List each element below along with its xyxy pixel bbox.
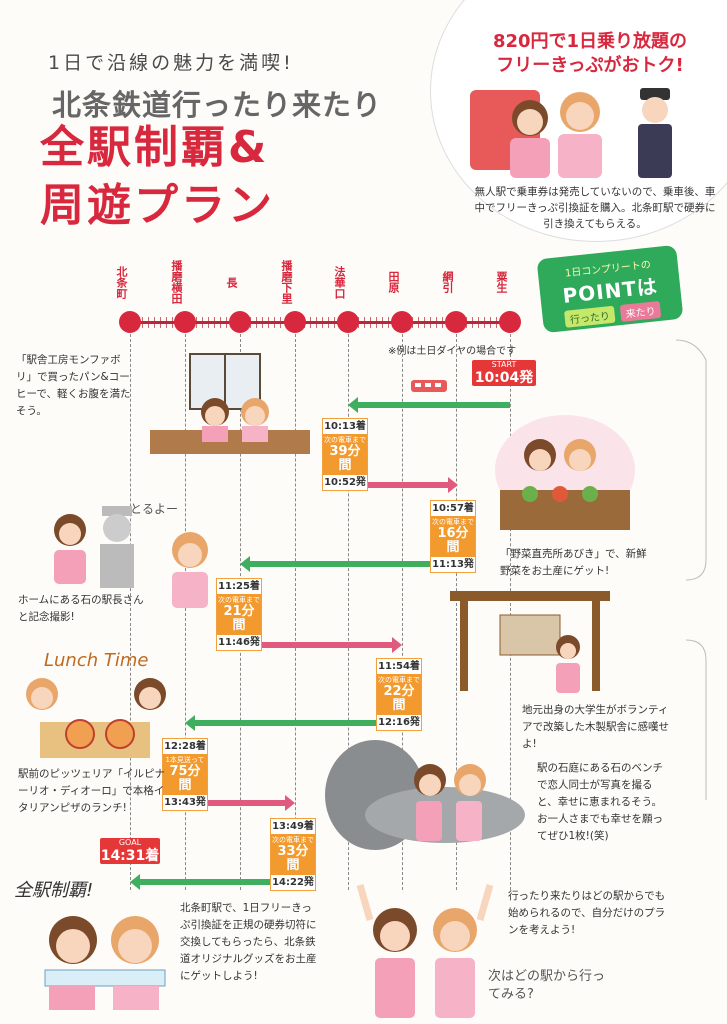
vegetable-illustration: [495, 415, 635, 530]
station-dot: [499, 311, 521, 333]
caption-vegetable: 「野菜直売所あびき」で、新鮮野菜をお土産にゲット!: [500, 548, 647, 577]
example-note: ※例は土日ダイヤの場合です: [388, 346, 517, 357]
station-dot: [391, 311, 413, 333]
speech-toruyo: とるよー: [130, 502, 179, 516]
ticket-illustration: [470, 88, 672, 178]
go-tag: 行ったり: [564, 305, 616, 328]
route-arrow-back: [348, 397, 510, 413]
caption-bench: 駅の石庭にある石のベンチで恋人同士が写真を撮ると、幸せに恵まれるそう。お一人さま…: [537, 762, 663, 842]
station-label: 北条町: [115, 265, 128, 299]
complete-heading: 全駅制覇!: [14, 880, 94, 901]
point-badge: 1日コンプリートの POINTは 行ったり 来たり: [536, 244, 684, 334]
rail-line: [130, 321, 510, 324]
page-title-line3: 周遊プラン: [40, 180, 275, 231]
station-label: 網引: [441, 271, 454, 293]
route-arrow-go: [348, 477, 458, 493]
page-title-line1: 北条鉄道行ったり来たり: [52, 88, 383, 122]
station-guide: [185, 334, 186, 890]
page-title-line2: 全駅制覇&: [40, 122, 270, 173]
next-trip-illustration: [356, 884, 494, 1018]
next-question: 次はどの駅から行ってみる?: [488, 969, 606, 1002]
station-guide: [510, 334, 511, 890]
train-icon: [411, 380, 447, 392]
station-dot: [174, 311, 196, 333]
bakery-illustration: [150, 353, 310, 454]
caption-stationmaster: ホームにある石の駅長さんと記念撮影!: [18, 594, 144, 623]
route-arrow-go: [185, 795, 295, 811]
route-arrow-back: [130, 874, 295, 890]
route-arrow-back: [240, 556, 456, 572]
caption-bakery: 「駅舎工房モンファボリ」で買ったパン&コーヒーで、軽くお腹を満たそう。: [16, 354, 131, 417]
station-guide: [295, 334, 296, 890]
caption-wooden-station: 地元出身の大学生がボランティアで改築した木製駅舎に感嘆せよ!: [522, 704, 669, 750]
station-guide: [402, 334, 403, 890]
route-arrow-go: [240, 637, 402, 653]
station-dot: [284, 311, 306, 333]
station-guide: [130, 334, 131, 890]
caption-any-station: 行ったり来たりはどの駅からでも始められるので、自分だけのプランを考えよう!: [508, 890, 666, 936]
ticket-headline: 820円で1日乗り放題の フリーきっぷがおトク!: [492, 31, 688, 76]
lunch-heading: Lunch Time: [44, 650, 149, 671]
back-tag: 来たり: [619, 300, 662, 322]
stationmaster-illustration: [54, 506, 208, 608]
pizza-illustration: [26, 678, 166, 758]
tagline: 1日で沿線の魅力を満喫!: [48, 52, 294, 74]
station-label: 播磨横田: [170, 260, 183, 304]
station-dot: [337, 311, 359, 333]
station-label: 粟生: [495, 271, 508, 293]
station-guide: [456, 334, 457, 890]
station-guide: [348, 334, 349, 890]
station-label: 長: [225, 276, 238, 288]
goal-illustration: [44, 916, 166, 1010]
wooden-station-illustration: [450, 591, 610, 693]
start-badge: START 10:04発: [472, 360, 536, 386]
goal-badge: GOAL 14:31着: [100, 838, 160, 864]
caption-pizza: 駅前のピッツェリア「イルピナーリオ・ディオーロ」で本格イタリアンピザのランチ!: [18, 768, 165, 814]
station-dot: [119, 311, 141, 333]
page-tab-edge: [676, 339, 707, 800]
station-label: 田原: [387, 271, 400, 293]
station-label: 法華口: [333, 265, 346, 299]
caption-goods: 北条町駅で、1日フリーきっぷ引換証を正規の硬券切符に交換してもらったら、北条鉄道…: [180, 902, 317, 982]
station-dot: [229, 311, 251, 333]
station-dot: [445, 311, 467, 333]
route-arrow-back: [185, 715, 402, 731]
ticket-note: 無人駅で乗車券は発売していないので、乗車後、車中でフリーきっぷ引換証を購入。北条…: [474, 186, 716, 230]
stone-bench-illustration: [325, 740, 525, 850]
station-label: 播磨下里: [280, 260, 293, 304]
